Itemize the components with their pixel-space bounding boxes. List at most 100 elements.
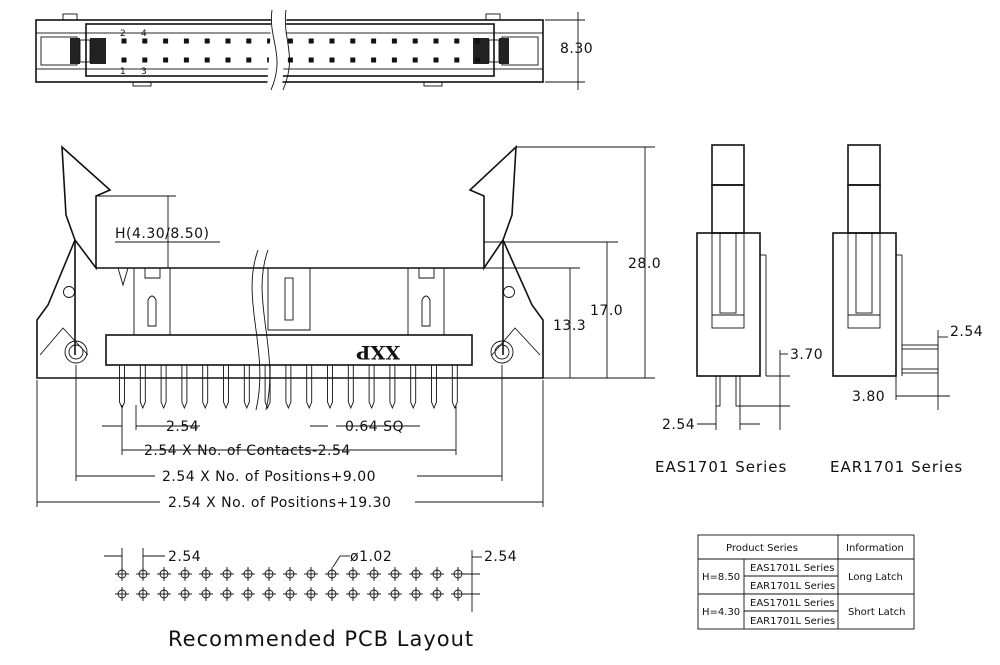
dim-pin-size: 0.64 SQ xyxy=(345,419,404,435)
top-right-latch xyxy=(473,36,539,66)
front-pin xyxy=(181,365,188,410)
top-pin xyxy=(412,38,418,44)
top-pin xyxy=(142,57,148,63)
top-pin xyxy=(225,57,231,63)
pcb-dim-hole: ø1.02 xyxy=(350,549,392,565)
top-left-latch xyxy=(40,36,106,66)
top-pin xyxy=(350,38,356,44)
pcb-hole xyxy=(367,567,381,581)
ear-title: EAR1701 Series xyxy=(830,458,963,476)
pcb-layout: 2.54 ø1.02 2.54 Recommended PCB Layout xyxy=(104,548,517,651)
pcb-hole xyxy=(409,587,423,601)
top-pin xyxy=(246,57,252,63)
table-info-1: Long Latch xyxy=(848,572,903,583)
pcb-hole xyxy=(325,587,339,601)
dim-mid-height: 17.0 xyxy=(590,303,623,319)
dim-total-height: 28.0 xyxy=(628,256,661,272)
pcb-hole xyxy=(157,587,171,601)
top-pin xyxy=(287,38,293,44)
dim-top-height: 8.30 xyxy=(560,41,593,57)
table-series-1a: EAS1701L Series xyxy=(750,563,834,574)
top-pin xyxy=(142,38,148,44)
side-view-eas: 3.70 2.54 EAS1701 Series xyxy=(655,144,823,476)
dim-low-height: 13.3 xyxy=(553,318,586,334)
top-pin xyxy=(350,57,356,63)
pcb-hole xyxy=(346,567,360,581)
front-pin xyxy=(431,365,437,410)
table-height-1: H=8.50 xyxy=(702,572,740,583)
pcb-hole xyxy=(262,587,276,601)
table-header-info: Information xyxy=(846,543,904,554)
pcb-hole xyxy=(430,587,444,601)
pcb-hole-grid xyxy=(115,567,465,601)
ear-dim-pitch: 2.54 xyxy=(950,324,983,340)
top-pin xyxy=(391,57,397,63)
pcb-caption: Recommended PCB Layout xyxy=(168,627,474,651)
front-pin xyxy=(160,365,167,410)
top-pin xyxy=(204,57,210,63)
table-info-2: Short Latch xyxy=(848,607,905,618)
top-view: 2 4 1 3 8.30 xyxy=(35,9,593,91)
pcb-hole xyxy=(409,567,423,581)
ear-dim-offset: 3.80 xyxy=(852,389,885,405)
pcb-hole xyxy=(451,587,465,601)
top-pin xyxy=(475,57,481,63)
front-pin xyxy=(264,365,271,410)
pcb-hole xyxy=(346,587,360,601)
top-pin xyxy=(454,38,460,44)
pcb-hole xyxy=(451,567,465,581)
front-pin xyxy=(119,365,125,410)
front-pin xyxy=(368,365,375,410)
front-pin xyxy=(451,365,458,410)
pcb-hole xyxy=(199,587,213,601)
pcb-hole xyxy=(178,567,192,581)
top-pin xyxy=(183,38,189,44)
dim-pitch: 2.54 xyxy=(166,419,199,435)
top-pin xyxy=(183,57,189,63)
pcb-hole xyxy=(388,567,402,581)
top-pin xyxy=(329,57,335,63)
front-pin xyxy=(306,365,313,410)
top-pin xyxy=(308,38,314,44)
pcb-hole xyxy=(178,587,192,601)
top-pin xyxy=(475,38,481,44)
table-series-2a: EAS1701L Series xyxy=(750,598,834,609)
table-height-2: H=4.30 xyxy=(702,607,740,618)
front-pin xyxy=(347,365,354,410)
pin-label-3: 3 xyxy=(141,67,147,77)
top-pin xyxy=(391,38,397,44)
dim-h-option: H(4.30/8.50) xyxy=(115,226,210,242)
pcb-hole xyxy=(136,587,150,601)
pcb-hole xyxy=(115,587,129,601)
eas-dim-tail: 3.70 xyxy=(790,347,823,363)
pcb-hole xyxy=(262,567,276,581)
pcb-hole xyxy=(220,587,234,601)
eas-title: EAS1701 Series xyxy=(655,458,787,476)
top-pin xyxy=(246,38,252,44)
top-pin xyxy=(371,57,377,63)
pcb-hole xyxy=(388,587,402,601)
top-pin xyxy=(204,38,210,44)
front-pin-row xyxy=(119,365,458,410)
body-marking: XXP xyxy=(356,341,400,363)
pcb-hole xyxy=(283,567,297,581)
dim-positions: 2.54 X No. of Positions+9.00 xyxy=(162,469,376,485)
top-pin xyxy=(433,57,439,63)
pcb-dim-pitch-x: 2.54 xyxy=(168,549,201,565)
side-view-ear: 2.54 3.80 EAR1701 Series xyxy=(830,144,983,476)
pcb-hole xyxy=(283,587,297,601)
top-pin xyxy=(371,38,377,44)
dim-overall: 2.54 X No. of Positions+19.30 xyxy=(168,495,391,511)
front-pin xyxy=(243,365,250,410)
pcb-hole xyxy=(304,587,318,601)
pcb-hole xyxy=(241,587,255,601)
front-pin xyxy=(327,365,333,410)
table-series-2b: EAR1701L Series xyxy=(750,616,835,627)
front-pin xyxy=(202,365,209,410)
pcb-hole xyxy=(325,567,339,581)
pcb-hole xyxy=(430,567,444,581)
pin-label-4: 4 xyxy=(141,29,147,39)
table-series-1b: EAR1701L Series xyxy=(750,581,835,592)
front-pin xyxy=(389,365,396,410)
